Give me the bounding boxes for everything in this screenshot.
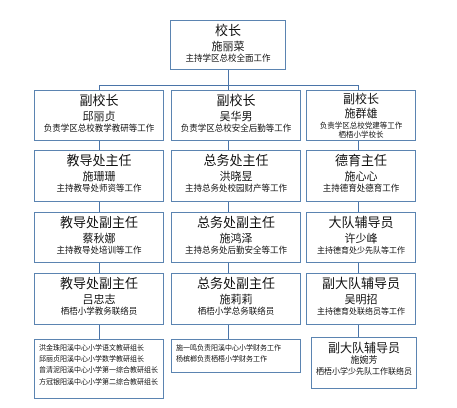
node-title: 总务处副主任 [196,277,275,292]
node-name: 施珊珊 [82,170,116,184]
col1-node-academic-deputy-1: 教导处副主任 蔡秋娜 主持教导处培训等工作 [34,212,164,263]
node-duty: 主持教导处培训等工作 [56,246,142,256]
node-name: 邱丽贞 [82,110,116,124]
node-duty: 负责学区总校安全后勤等工作 [180,124,292,134]
col1-node-academic-director: 教导处主任 施珊珊 主持教导处师资等工作 [34,150,164,202]
node-title: 副校长 [216,94,256,109]
col2-node-general-affairs-director: 总务处主任 洪晓昱 主持总务处校园财产等工作 [171,150,301,202]
node-name: 施莉莉 [219,293,253,307]
node-duty: 负责学区总校党建等工作 [319,120,403,130]
node-name: 施鸿泽 [219,232,253,246]
node-duty: 主持德育处少先队等工作 [317,246,405,255]
connector-horizontal-bus [99,85,359,86]
col2-node-general-affairs-deputy-1: 总务处副主任 施鸿泽 主持总务处后勤安全等工作 [171,212,301,263]
research-leader-item: 邱丽贞阳溪中心小学数学教研组长 [39,355,144,364]
connector-col3-d [358,325,359,337]
col2-node-general-affairs-deputy-2: 总务处副主任 施莉莉 栖梧小学总务联络员 [171,273,301,325]
node-name: 施婉芳 [350,356,378,366]
finance-staff-item: 施一鸣负责阳溪中心小学财务工作 [176,344,281,352]
node-duty: 栖梧小学少先队工作联络员 [316,367,412,377]
node-title: 大队辅导员 [328,216,394,231]
col1-node-academic-deputy-2: 教导处副主任 吕忠志 栖梧小学教务联络员 [34,273,164,325]
connector-col2-c [228,263,229,273]
connector-col2-b [228,202,229,212]
col3-node-vice-principal: 副校长 施群雄 负责学区总校党建等工作 栖梧小学校长 [306,90,416,141]
node-title: 副大队辅导员 [327,341,400,355]
principal-node: 校长 施丽菜 主持学区总校全面工作 [170,20,286,70]
node-duty: 主持教导处师资等工作 [56,184,142,194]
connector-col1-b [99,202,100,212]
connector-col2-drop [228,85,229,90]
connector-col2-d [228,325,229,339]
node-title: 总务处副主任 [196,216,275,231]
node-name: 洪晓昱 [219,170,253,184]
node-title: 德育主任 [334,154,387,169]
connector-principal-down [228,70,229,85]
node-duty-2: 栖梧小学校长 [338,130,384,140]
col1-teaching-research-leaders-box: 洪金珠阳溪中心小学语文教研组长 邱丽贞阳溪中心小学数学教研组长 曾清泥阳溪中心小… [34,339,164,399]
col3-node-deputy-brigade-counselor-1: 副大队辅导员 吴明招 主持德育处联络员等工作 [306,273,416,325]
col2-node-vice-principal: 副校长 吴华男 负责学区总校安全后勤等工作 [171,90,301,141]
node-name: 许少峰 [344,232,378,246]
node-title: 总务处主任 [203,154,269,169]
node-title: 副校长 [342,92,379,106]
node-name: 施心心 [344,170,378,184]
node-duty: 负责学区总校教学教研等工作 [43,124,155,134]
node-duty: 主持总务处校园财产等工作 [184,184,287,194]
node-name: 施群雄 [344,107,378,120]
connector-col3-b [358,202,359,212]
principal-title: 校长 [214,24,241,39]
connector-col3-drop [358,85,359,90]
connector-col3-a [358,141,359,150]
node-name: 吴华男 [219,110,253,124]
connector-col1-d [99,325,100,339]
node-name: 吴明招 [344,293,378,307]
research-leader-item: 方冠银阳溪中心小学第二综合教研组长 [39,377,158,386]
connector-col1-c [99,263,100,273]
col2-finance-staff-box: 施一鸣负责阳溪中心小学财务工作 杨槟榔负责栖梧小学财务工作 [171,339,301,373]
node-duty: 主持德育处联络员等工作 [317,307,405,316]
node-name: 蔡秋娜 [82,232,116,246]
node-title: 教导处副主任 [59,216,138,231]
connector-col2-a [228,141,229,150]
connector-col1-drop [99,85,100,90]
finance-staff-item: 杨槟榔负责栖梧小学财务工作 [176,355,267,364]
node-title: 教导处副主任 [59,277,138,292]
principal-name: 施丽菜 [211,40,245,54]
col1-node-vice-principal: 副校长 邱丽贞 负责学区总校教学教研等工作 [34,90,164,141]
node-title: 副大队辅导员 [321,277,400,292]
connector-col3-c [358,263,359,273]
node-duty: 栖梧小学教务联络员 [60,307,138,317]
col3-node-deputy-brigade-counselor-2: 副大队辅导员 施婉芳 栖梧小学少先队工作联络员 [311,337,417,389]
research-leader-item: 洪金珠阳溪中心小学语文教研组长 [39,344,144,352]
node-title: 教导处主任 [66,154,132,169]
research-leader-item: 曾清泥阳溪中心小学第一综合教研组长 [39,366,158,375]
node-duty: 主持德育处德育工作 [322,184,400,194]
col3-node-moral-education-director: 德育主任 施心心 主持德育处德育工作 [306,150,416,202]
principal-duty: 主持学区总校全面工作 [185,54,271,64]
node-title: 副校长 [79,94,119,109]
node-name: 吕忠志 [82,293,116,307]
node-duty: 主持总务处后勤安全等工作 [184,246,287,256]
node-duty: 栖梧小学总务联络员 [197,307,275,317]
connector-col1-a [99,141,100,150]
col3-node-brigade-counselor: 大队辅导员 许少峰 主持德育处少先队等工作 [306,212,416,263]
